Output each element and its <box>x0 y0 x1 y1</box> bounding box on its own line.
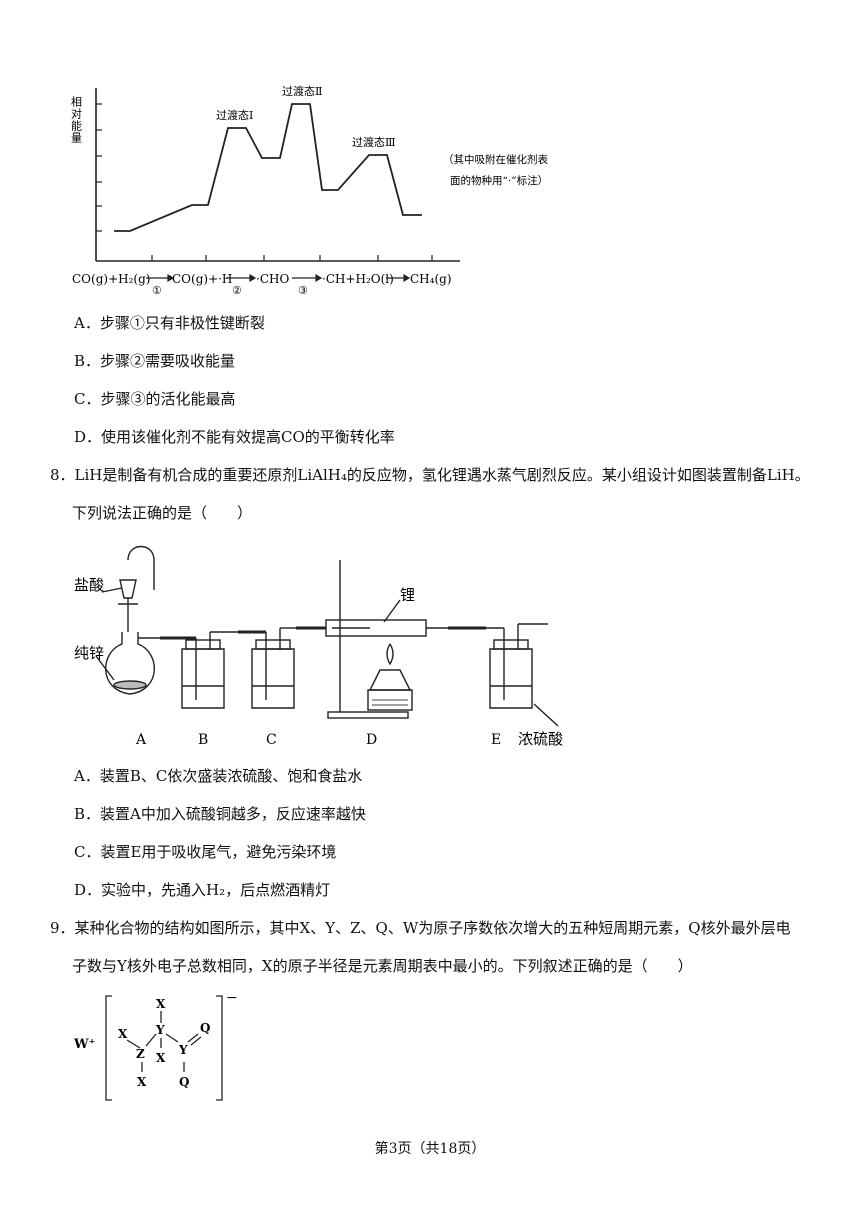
label-acid: 浓硫酸 <box>518 730 563 748</box>
q7-option-d: D．使用该催化剂不能有效提高CO的平衡转化率 <box>74 428 395 446</box>
energy-curve <box>114 103 422 232</box>
species-3: ·CH+H₂O(l) <box>322 272 394 286</box>
ts2-label: 过渡态Ⅱ <box>282 84 322 98</box>
charge-sign: − <box>226 990 238 1006</box>
energy-profile-diagram: 相对能量 过渡态Ⅰ 过渡态Ⅱ 过渡态Ⅲ （其中吸附在催化剂表 面的物种用“·”标… <box>70 84 549 297</box>
q8-option-a: A．装置B、C依次盛装浓硫酸、饱和食盐水 <box>74 767 363 785</box>
label-a: A <box>135 732 147 748</box>
species-2: ·CHO <box>256 272 289 286</box>
q8-option-b: B．装置A中加入硫酸铜越多，反应速率越快 <box>74 805 366 823</box>
species-1: CO(g)+·H <box>172 272 232 286</box>
q7-option-a: A．步骤①只有非极性键断裂 <box>74 314 265 332</box>
note-line2: 面的物种用“·”标注） <box>450 174 548 187</box>
q8-option-c: C．装置E用于吸收尾气，避免污染环境 <box>74 843 337 861</box>
label-hcl: 盐酸 <box>74 576 104 594</box>
q9-stem-line1: 9．某种化合物的结构如图所示，其中X、Y、Z、Q、W为原子序数依次增大的五种短周… <box>50 919 791 937</box>
atom-q-bottom: Q <box>179 1075 189 1089</box>
atom-x-top: X <box>156 997 166 1011</box>
q7-option-c: C．步骤③的活化能最高 <box>74 390 236 408</box>
q7-option-b: B．步骤②需要吸收能量 <box>74 352 236 370</box>
atom-x-bottom: X <box>137 1075 147 1089</box>
label-e: E <box>491 732 501 748</box>
atom-z: Z <box>136 1047 145 1061</box>
label-d: D <box>366 732 377 748</box>
step-1: ① <box>152 284 162 297</box>
ts1-label: 过渡态Ⅰ <box>216 108 253 122</box>
atom-q-top: Q <box>200 1021 210 1035</box>
note-line1: （其中吸附在催化剂表 <box>443 153 548 166</box>
q8-stem-line1: 8．LiH是制备有机合成的重要还原剂LiAlH₄的反应物，氢化锂遇水蒸气剧烈反应… <box>50 466 810 484</box>
atom-y-right: Y <box>178 1043 188 1057</box>
ts3-label: 过渡态Ⅲ <box>352 135 396 149</box>
q9-stem-line2: 子数与Y核外电子总数相同，X的原子半径是元素周期表中最小的。下列叙述正确的是（ … <box>72 957 693 975</box>
species-4: CH₄(g) <box>410 272 452 286</box>
label-b: B <box>198 732 208 748</box>
atom-x-middle: X <box>156 1051 166 1065</box>
cation-w: W⁺ <box>73 1037 95 1052</box>
label-zinc: 纯锌 <box>74 644 104 662</box>
species-0: CO(g)+H₂(g) <box>72 272 150 286</box>
page-footer: 第3页（共18页） <box>374 1141 486 1157</box>
q8-stem-line2: 下列说法正确的是（ ） <box>72 504 253 522</box>
step-3: ③ <box>298 284 308 297</box>
y-axis-label: 相对能量 <box>70 96 83 144</box>
label-lithium: 锂 <box>400 586 415 604</box>
apparatus-diagram: 盐酸 纯锌 锂 浓硫酸 A B C D E <box>74 545 563 748</box>
structure-diagram: W⁺ X X Y Z X Y Q X Q − <box>73 990 238 1101</box>
q8-option-d: D．实验中，先通入H₂，后点燃酒精灯 <box>74 881 331 899</box>
label-c: C <box>266 732 277 748</box>
atom-x-left: X <box>118 1027 128 1041</box>
step-2: ② <box>232 284 242 297</box>
atom-y-center: Y <box>155 1023 165 1037</box>
